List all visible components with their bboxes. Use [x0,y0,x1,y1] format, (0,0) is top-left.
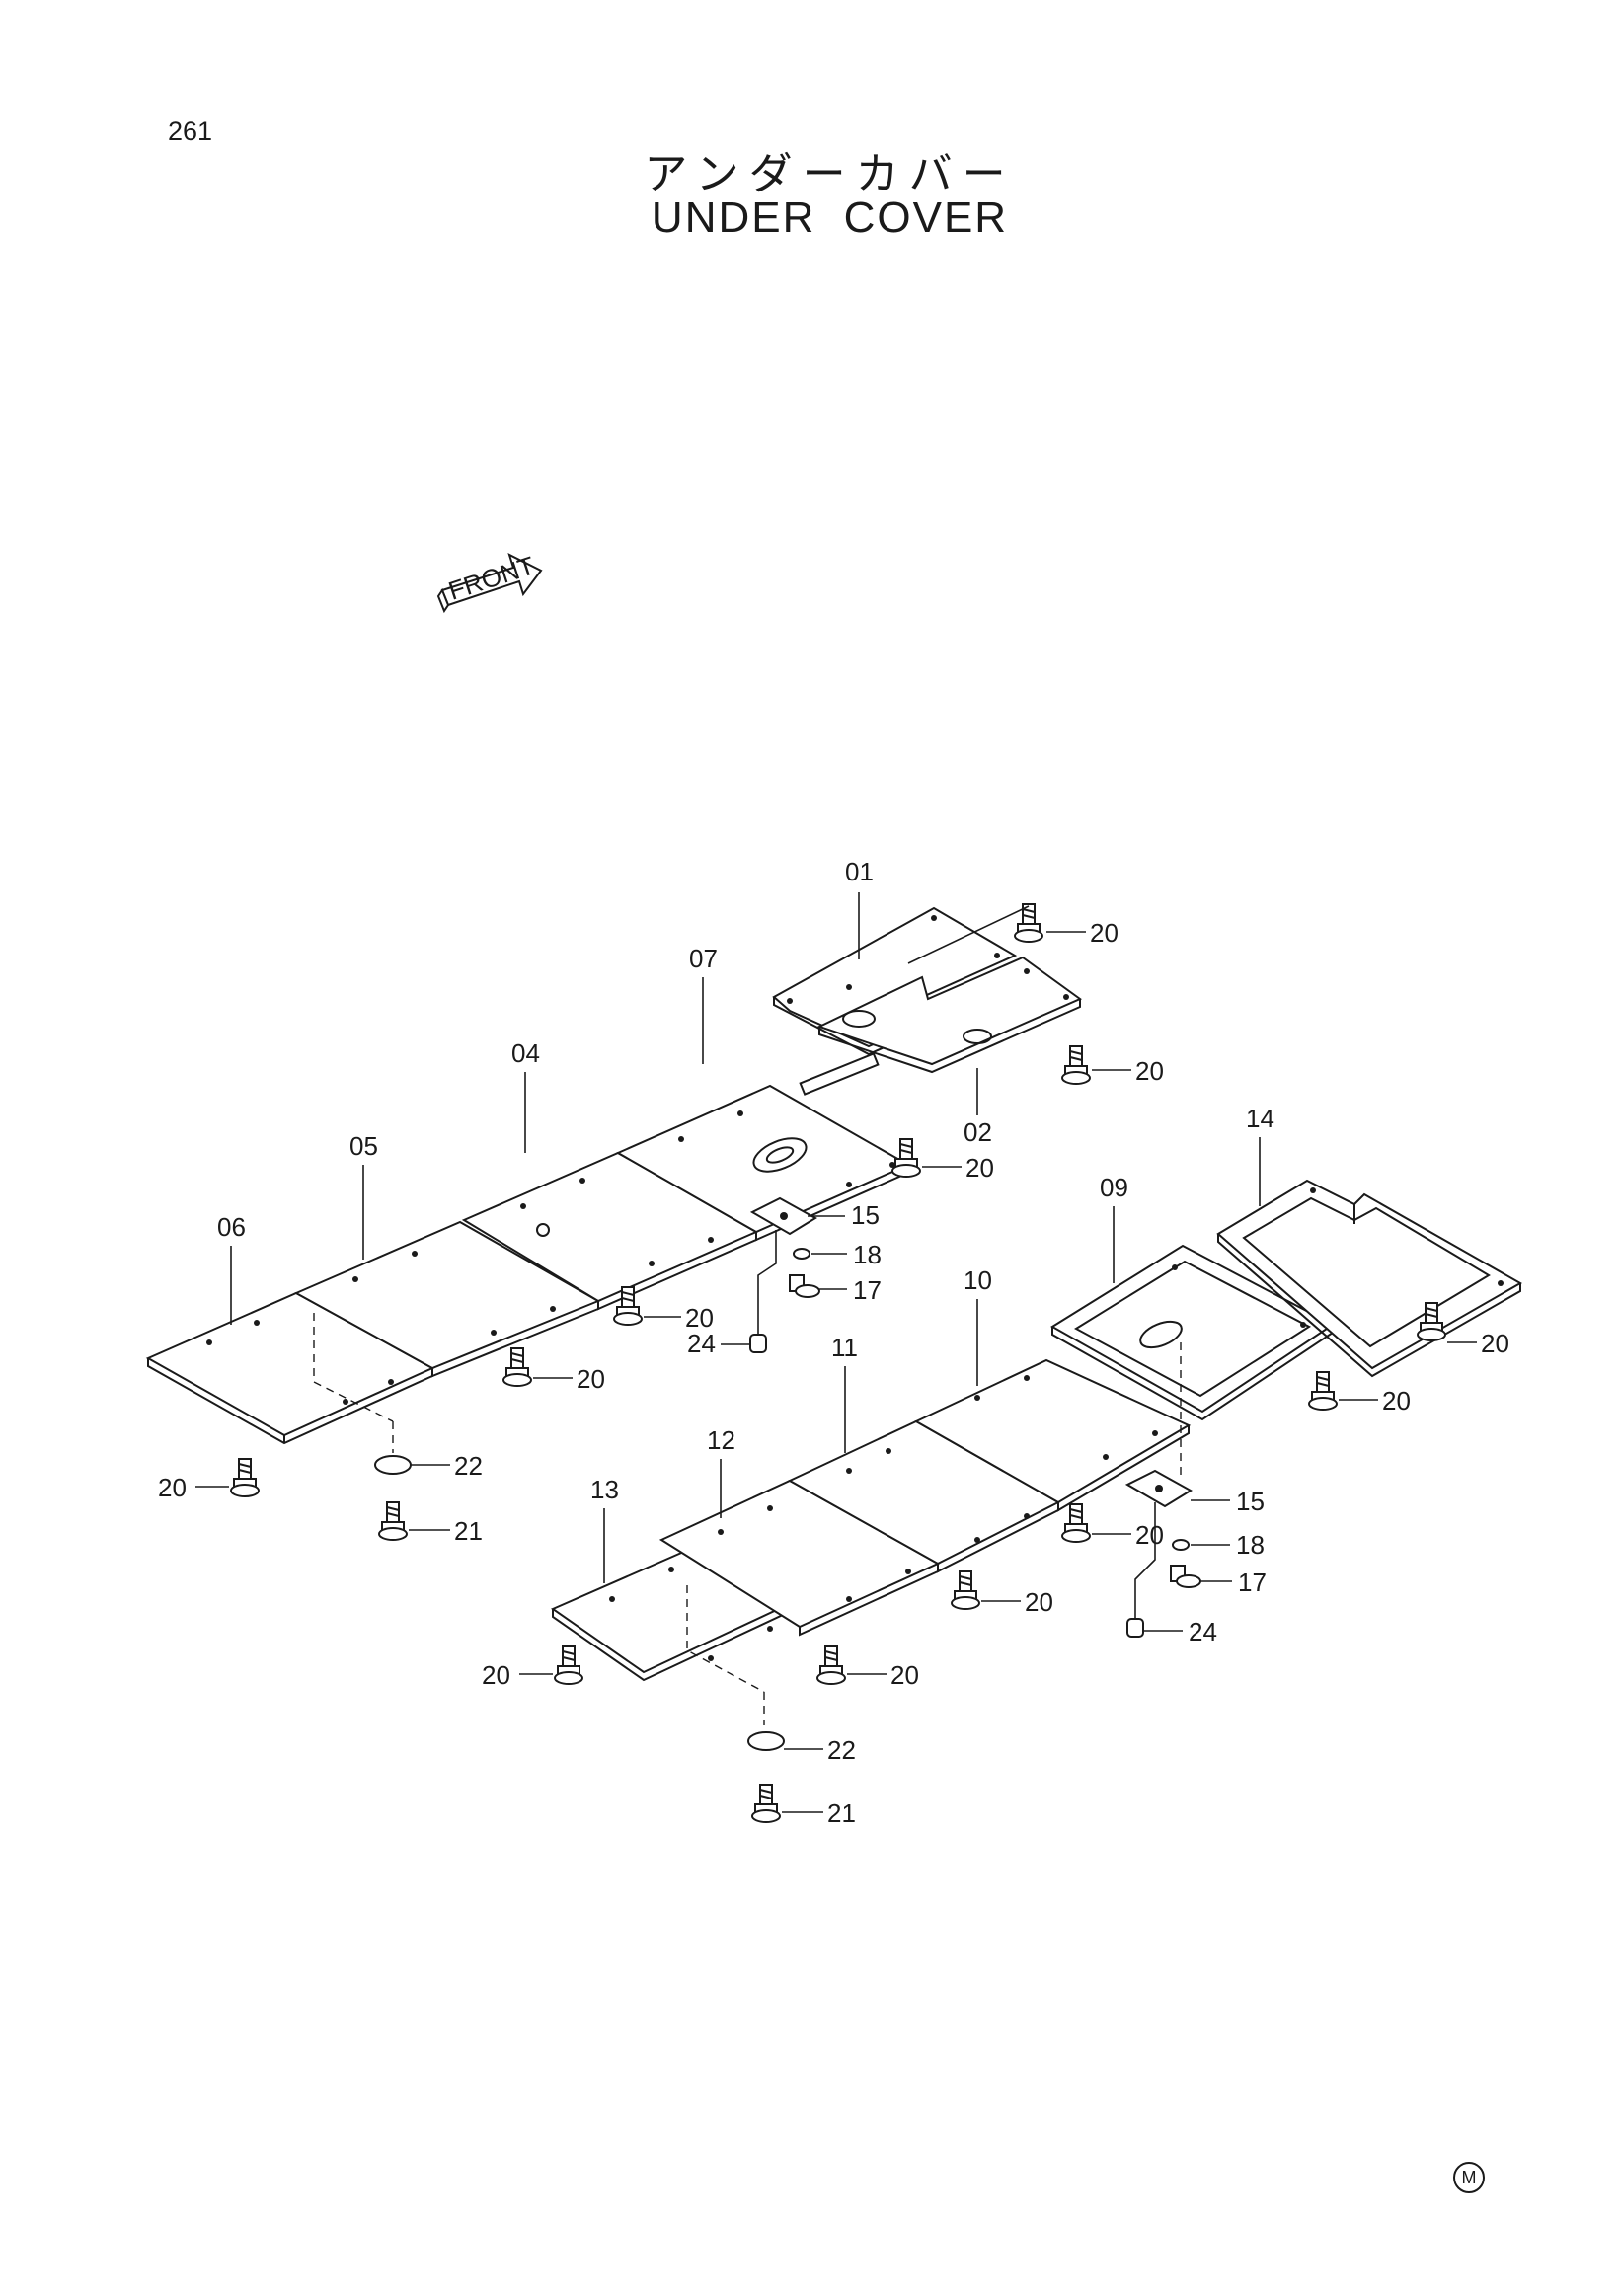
callout-17-a: 17 [853,1275,882,1305]
callout-20: 20 [1090,918,1119,948]
bolt-icon [891,1138,921,1178]
callout-06: 06 [217,1212,246,1242]
screw-icon [378,1501,408,1541]
callout-02: 02 [964,1117,992,1147]
callout-20: 20 [1382,1386,1411,1416]
callout-05: 05 [349,1131,378,1161]
callout-07: 07 [689,944,718,973]
bolt-icon [230,1458,260,1497]
rubber-pad-icon [747,1731,785,1751]
title-japanese: アンダーカバー [644,149,1016,199]
callout-18-a: 18 [853,1240,882,1269]
callout-04: 04 [511,1038,540,1068]
callout-12: 12 [707,1425,735,1455]
title-english: UNDER COVER [651,193,1009,242]
callout-14: 14 [1246,1104,1274,1133]
screw-icon [751,1784,781,1823]
rubber-pad-icon [374,1455,412,1475]
callout-20: 20 [890,1660,919,1690]
front-label: FRONT [445,550,539,605]
callout-18-b: 18 [1236,1530,1265,1560]
callout-20: 20 [1135,1520,1164,1550]
callout-13: 13 [590,1475,619,1504]
wing-nut-icon [1170,1565,1201,1588]
frame-09 [1050,1244,1335,1421]
bolt-icon [951,1570,980,1610]
callout-24-a: 24 [687,1329,716,1358]
page-number: 261 [168,116,213,146]
callout-20: 20 [158,1473,187,1502]
bolt-icon [1308,1371,1338,1411]
callout-15-a: 15 [851,1200,880,1230]
callout-20: 20 [1481,1329,1509,1358]
callout-20: 20 [1135,1056,1164,1086]
bolt-icon [554,1645,583,1685]
callout-24-b: 24 [1189,1617,1217,1646]
plate-02 [816,956,1082,1074]
callout-20: 20 [482,1660,510,1690]
wing-nut-icon [789,1274,820,1298]
callout-11: 11 [831,1333,858,1362]
callout-15-b: 15 [1236,1487,1265,1516]
washer-icon [793,1248,810,1260]
callout-17-b: 17 [1238,1568,1267,1597]
bolt-icon [1061,1045,1091,1085]
front-arrow-icon: FRONT [436,550,543,614]
callout-09: 09 [1100,1173,1128,1202]
callout-20: 20 [1025,1587,1053,1617]
grommet-icon [1126,1618,1144,1638]
bolt-icon [1014,903,1043,943]
callout-20: 20 [577,1364,605,1394]
callout-10: 10 [964,1265,992,1295]
callout-21-b: 21 [827,1799,856,1828]
corner-mark-icon: M [1453,2162,1485,2193]
callout-01: 01 [845,857,874,886]
callout-22-b: 22 [827,1735,856,1765]
bolt-icon [816,1645,846,1685]
callout-22-a: 22 [454,1451,483,1481]
callout-20: 20 [685,1303,714,1333]
grommet-icon [749,1334,767,1353]
callout-21-a: 21 [454,1516,483,1546]
plate-10 [913,1358,1192,1512]
callout-20: 20 [965,1153,994,1183]
bolt-icon [502,1347,532,1387]
bolt-icon [1061,1503,1091,1543]
washer-icon [1172,1539,1190,1551]
